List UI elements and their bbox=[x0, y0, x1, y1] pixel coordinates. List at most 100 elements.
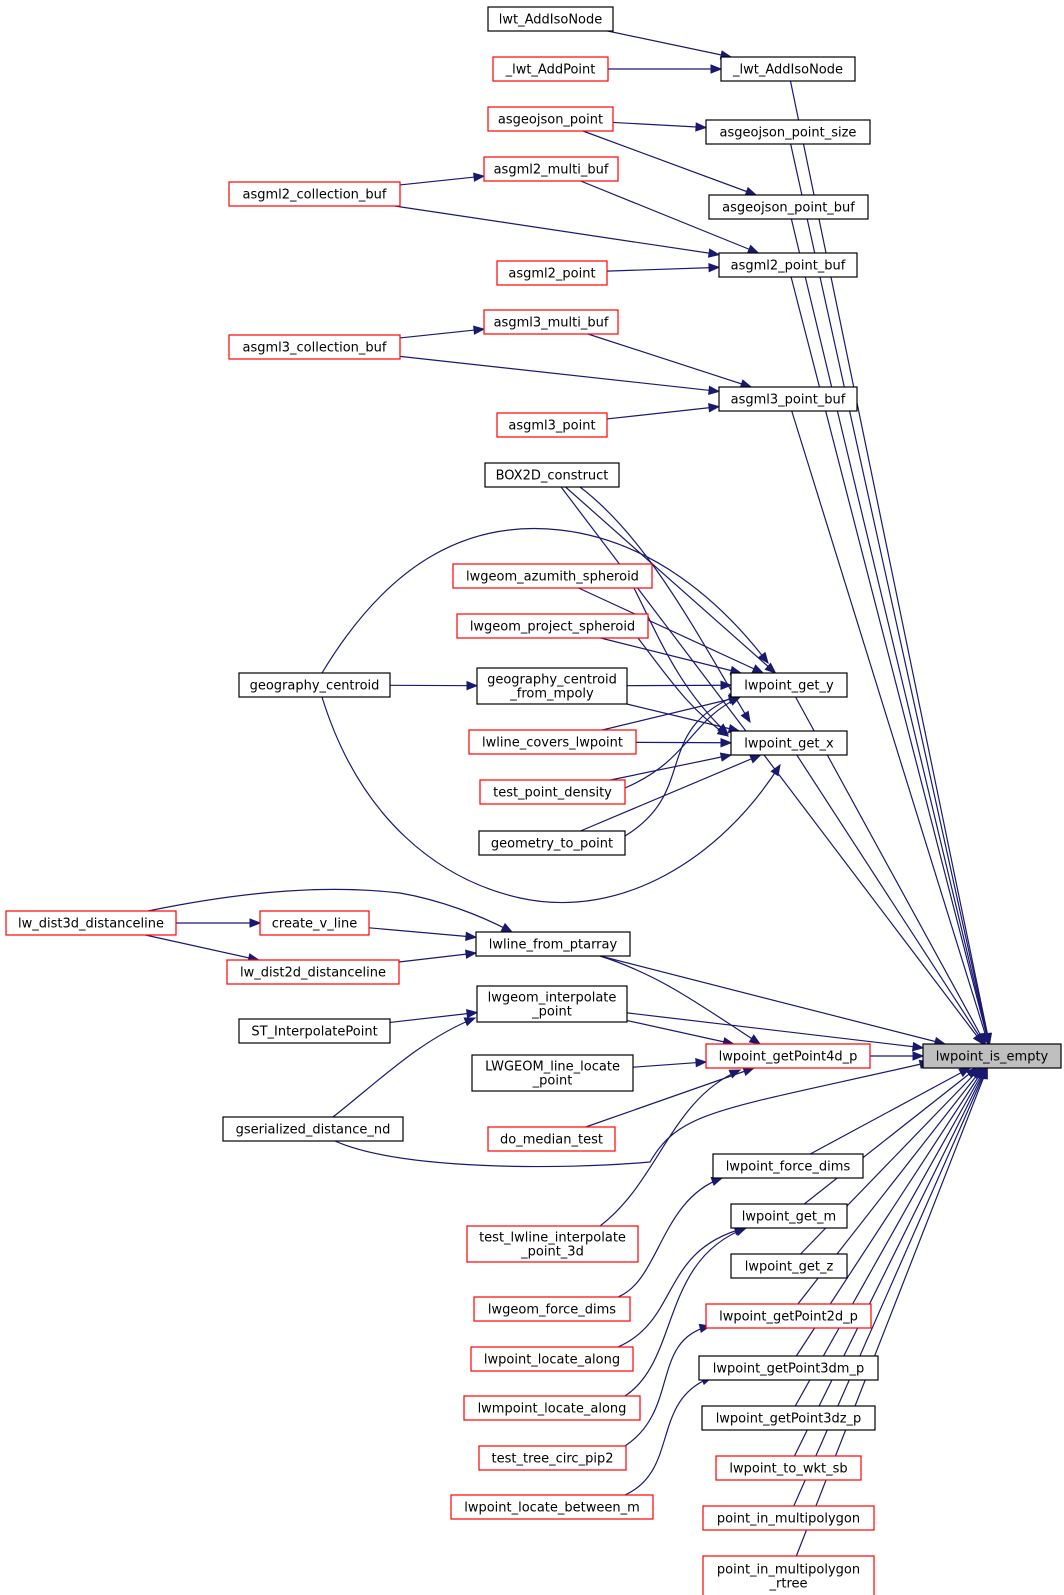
node-geometry_to_point[interactable]: geometry_to_point bbox=[478, 830, 626, 856]
node-label: do_median_test bbox=[500, 1133, 603, 1148]
node-lwmpoint_locate_along[interactable]: lwmpoint_locate_along bbox=[463, 1395, 641, 1421]
arrowhead-icon bbox=[720, 680, 733, 691]
node-label: _point_3d bbox=[520, 1245, 584, 1260]
node-box bbox=[450, 1494, 654, 1520]
arrowhead-icon bbox=[974, 1032, 985, 1046]
node-geography_centroid_from_mpoly[interactable]: geography_centroid_from_mpoly bbox=[476, 667, 628, 705]
node-lwpoint_force_dims[interactable]: lwpoint_force_dims bbox=[712, 1153, 864, 1179]
node-lwpoint_is_empty[interactable]: lwpoint_is_empty bbox=[922, 1043, 1062, 1069]
node-lwpoint_get_z[interactable]: lwpoint_get_z bbox=[730, 1253, 848, 1279]
node-asgeojson_point_buf[interactable]: asgeojson_point_buf bbox=[708, 194, 869, 220]
arrowhead-icon bbox=[695, 1057, 708, 1068]
edge-line bbox=[607, 30, 732, 58]
node-lwpoint_locate_between_m[interactable]: lwpoint_locate_between_m bbox=[450, 1494, 654, 1520]
node-LWGEOM_line_locate_point[interactable]: LWGEOM_line_locate_point bbox=[471, 1054, 634, 1092]
node-box bbox=[705, 1303, 872, 1329]
arrowhead-icon bbox=[757, 651, 769, 665]
node-lwpoint_get_m[interactable]: lwpoint_get_m bbox=[730, 1203, 848, 1229]
node-lwgeom_project_spheroid[interactable]: lwgeom_project_spheroid bbox=[456, 613, 649, 639]
edge-line bbox=[794, 1067, 986, 1407]
arrowhead-icon bbox=[695, 122, 708, 132]
node-lwgeom_azumith_spheroid[interactable]: lwgeom_azumith_spheroid bbox=[452, 563, 653, 589]
node-lwpoint_getPoint3dm_p[interactable]: lwpoint_getPoint3dm_p bbox=[698, 1355, 879, 1381]
node-point_in_multipolygon[interactable]: point_in_multipolygon bbox=[702, 1505, 875, 1531]
node-label: lwline_covers_lwpoint bbox=[482, 736, 623, 751]
edge-lwpoint_get_m-to-lwpoint_is_empty bbox=[803, 1067, 978, 1205]
node-label: lwpoint_getPoint4d_p bbox=[719, 1050, 858, 1065]
node-box bbox=[483, 156, 619, 182]
edge-lwgeom_project_spheroid-to-lwpoint_get_x bbox=[637, 637, 730, 737]
arrowhead-icon bbox=[463, 1017, 477, 1027]
node-asgml3_multi_buf[interactable]: asgml3_multi_buf bbox=[483, 309, 619, 335]
arrowhead-icon bbox=[764, 662, 777, 674]
edge-lwt_AddIsoNode-to-_lwt_AddIsoNode bbox=[607, 30, 733, 60]
node-lwgeom_force_dims[interactable]: lwgeom_force_dims bbox=[473, 1296, 631, 1322]
node-box bbox=[471, 1054, 634, 1092]
node-label: lwt_AddIsoNode bbox=[499, 13, 603, 28]
node-label: lwgeom_azumith_spheroid bbox=[466, 570, 639, 585]
node-asgml2_point[interactable]: asgml2_point bbox=[496, 260, 608, 286]
edge-asgeojson_point-to-asgeojson_point_size bbox=[612, 121, 708, 132]
node-do_median_test[interactable]: do_median_test bbox=[487, 1126, 616, 1152]
node-lwline_covers_lwpoint[interactable]: lwline_covers_lwpoint bbox=[468, 729, 637, 755]
node-_lwt_AddIsoNode[interactable]: _lwt_AddIsoNode bbox=[720, 56, 856, 82]
node-asgeojson_point[interactable]: asgeojson_point bbox=[487, 106, 614, 132]
node-lwpoint_to_wkt_sb[interactable]: lwpoint_to_wkt_sb bbox=[715, 1455, 862, 1481]
node-test_lwline_interpolate_point_3d[interactable]: test_lwline_interpolate_point_3d bbox=[466, 1225, 639, 1263]
node-asgml3_point_buf[interactable]: asgml3_point_buf bbox=[718, 386, 858, 412]
node-box bbox=[228, 181, 401, 207]
node-asgeojson_point_size[interactable]: asgeojson_point_size bbox=[705, 119, 871, 145]
node-test_tree_circ_pip2[interactable]: test_tree_circ_pip2 bbox=[478, 1445, 627, 1471]
arrowhead-icon bbox=[466, 680, 479, 691]
node-_lwt_AddPoint[interactable]: _lwt_AddPoint bbox=[492, 56, 609, 82]
node-lw_dist2d_distanceline[interactable]: lw_dist2d_distanceline bbox=[226, 959, 400, 985]
edge-geography_centroid-to-lwpoint_get_x bbox=[321, 696, 781, 904]
edge-LWGEOM_line_locate_point-to-lwpoint_getPoint4d_p bbox=[632, 1057, 708, 1068]
node-label: ST_InterpolatePoint bbox=[251, 1025, 377, 1040]
node-asgml2_multi_buf[interactable]: asgml2_multi_buf bbox=[483, 156, 619, 182]
node-lw_dist3d_distanceline[interactable]: lw_dist3d_distanceline bbox=[5, 910, 177, 936]
node-point_in_multipolygon_rtree[interactable]: point_in_multipolygon_rtree bbox=[702, 1555, 875, 1595]
edge-lwpoint_getPoint3dz_p-to-lwpoint_is_empty bbox=[794, 1066, 986, 1407]
node-box bbox=[476, 667, 628, 705]
node-label: lwline_from_ptarray bbox=[489, 938, 618, 953]
node-box bbox=[487, 6, 614, 32]
node-lwline_from_ptarray[interactable]: lwline_from_ptarray bbox=[475, 931, 631, 957]
node-label: test_lwline_interpolate bbox=[479, 1231, 626, 1246]
node-lwgeom_interpolate_point[interactable]: lwgeom_interpolate_point bbox=[476, 985, 628, 1023]
edge-lwline_from_ptarray-to-lwpoint_is_empty bbox=[599, 955, 947, 1046]
node-label: lwpoint_get_z bbox=[745, 1260, 834, 1275]
edge-line bbox=[332, 1017, 476, 1118]
node-lwpoint_getPoint2d_p[interactable]: lwpoint_getPoint2d_p bbox=[705, 1303, 872, 1329]
edge-line bbox=[624, 1227, 747, 1397]
arrowhead-icon bbox=[473, 325, 486, 335]
node-ST_InterpolatePoint[interactable]: ST_InterpolatePoint bbox=[238, 1018, 391, 1044]
node-test_point_density[interactable]: test_point_density bbox=[479, 779, 626, 805]
node-create_v_line[interactable]: create_v_line bbox=[259, 910, 370, 936]
edge-asgml3_multi_buf-to-asgml3_point_buf bbox=[587, 333, 753, 389]
node-lwpoint_getPoint4d_p[interactable]: lwpoint_getPoint4d_p bbox=[705, 1043, 871, 1069]
node-geography_centroid[interactable]: geography_centroid bbox=[238, 672, 391, 698]
node-asgml3_point[interactable]: asgml3_point bbox=[496, 412, 608, 438]
node-asgml2_collection_buf[interactable]: asgml2_collection_buf bbox=[228, 181, 401, 207]
edge-line bbox=[606, 406, 720, 420]
node-lwpoint_get_x[interactable]: lwpoint_get_x bbox=[730, 730, 848, 756]
node-lwpoint_get_y[interactable]: lwpoint_get_y bbox=[730, 672, 848, 698]
node-label: asgml3_point_buf bbox=[731, 393, 846, 408]
node-box bbox=[259, 910, 370, 936]
arrowhead-icon bbox=[710, 1177, 724, 1186]
node-lwpoint_locate_along[interactable]: lwpoint_locate_along bbox=[470, 1346, 634, 1372]
edge-line bbox=[394, 205, 720, 256]
node-label: BOX2D_construct bbox=[496, 469, 609, 484]
node-asgml2_point_buf[interactable]: asgml2_point_buf bbox=[718, 252, 858, 278]
arrowhead-icon bbox=[465, 931, 478, 942]
node-box bbox=[492, 56, 609, 82]
node-asgml3_collection_buf[interactable]: asgml3_collection_buf bbox=[228, 334, 401, 360]
edge-line bbox=[602, 696, 740, 731]
node-BOX2D_construct[interactable]: BOX2D_construct bbox=[484, 462, 620, 488]
node-label: LWGEOM_line_locate bbox=[485, 1060, 620, 1075]
node-lwt_AddIsoNode[interactable]: lwt_AddIsoNode bbox=[487, 6, 614, 32]
node-lwpoint_getPoint3dz_p[interactable]: lwpoint_getPoint3dz_p bbox=[701, 1405, 876, 1431]
node-gserialized_distance_nd[interactable]: gserialized_distance_nd bbox=[222, 1116, 404, 1142]
